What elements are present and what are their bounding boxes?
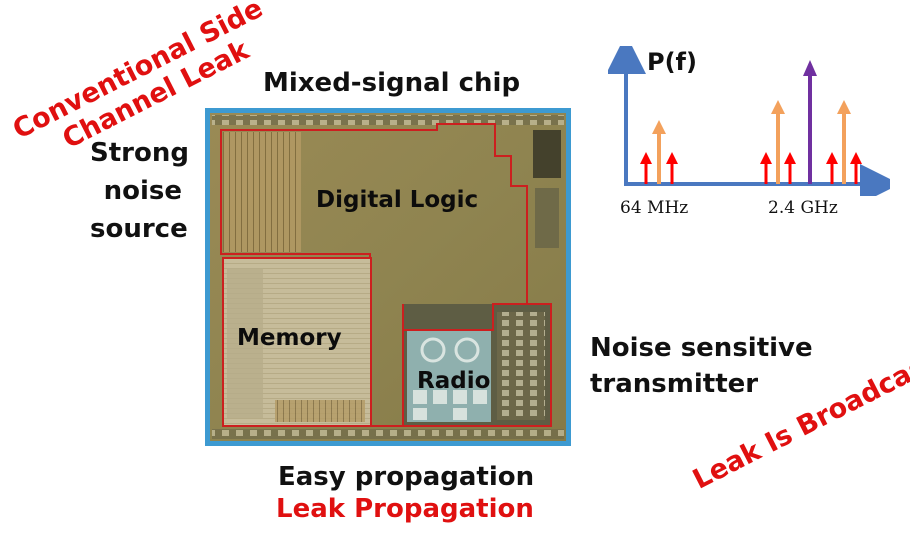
strong-noise-line1: Strong: [90, 138, 189, 168]
spur-right-red-2: [850, 152, 862, 184]
easy-propagation-label: Easy propagation: [278, 462, 535, 492]
strong-noise-line3: source: [90, 214, 188, 244]
chip-die: [205, 108, 571, 446]
spur-left-red-1: [760, 152, 772, 184]
spur-left-orange: [771, 100, 785, 184]
spectrum-ylabel: P(f): [647, 48, 697, 76]
noise-sensitive-line1: Noise sensitive: [590, 333, 813, 363]
spur-64mhz-orange-arrow: [652, 120, 666, 184]
carrier-purple-arrow: [803, 60, 817, 184]
tick-2-4ghz: 2.4 GHz: [768, 198, 838, 218]
spur-right-red-1: [826, 152, 838, 184]
chip-title: Mixed-signal chip: [263, 68, 521, 98]
digital-logic-label: Digital Logic: [316, 187, 479, 213]
noise-sensitive-label: Noise sensitive transmitter: [590, 330, 813, 402]
radio-label: Radio: [417, 368, 491, 394]
memory-label: Memory: [237, 325, 342, 351]
leak-propagation-label: Leak Propagation: [276, 494, 534, 524]
spur-64mhz-left-arrow: [640, 152, 652, 184]
spectrum-plot: [608, 46, 890, 196]
spur-left-red-2: [784, 152, 796, 184]
noise-sensitive-line2: transmitter: [590, 369, 759, 399]
tick-64mhz: 64 MHz: [620, 198, 689, 218]
strong-noise-label: Strong noise source: [90, 134, 189, 248]
spur-64mhz-right-arrow: [666, 152, 678, 184]
spur-right-orange: [837, 100, 851, 184]
strong-noise-line2: noise: [103, 176, 182, 206]
